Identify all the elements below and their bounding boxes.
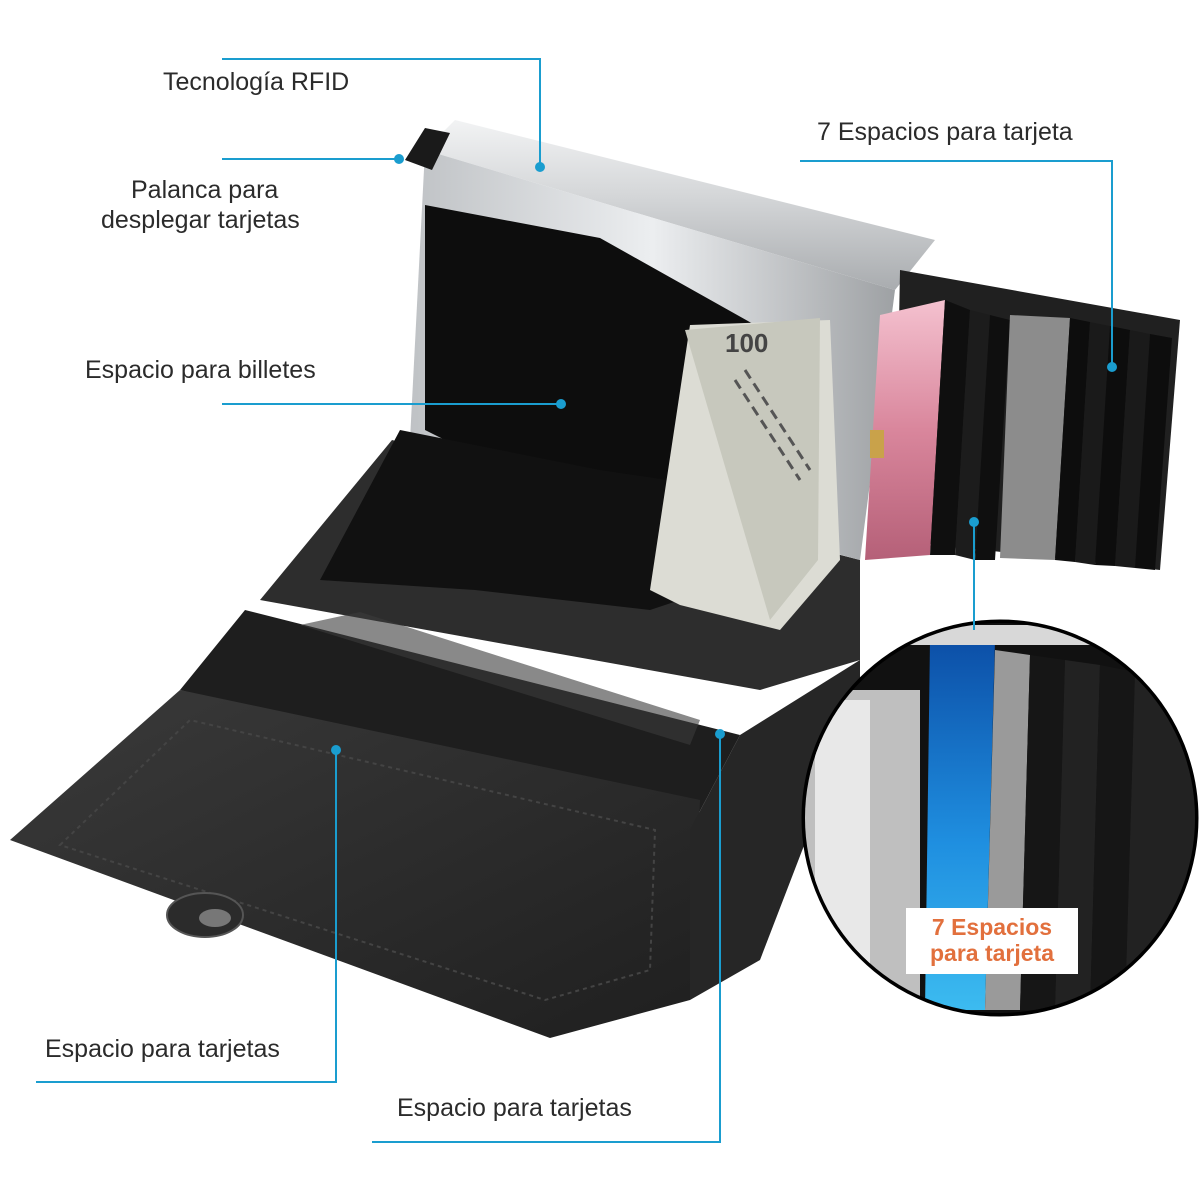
inset-caption-line1: 7 Espacios xyxy=(931,914,1053,940)
label-card-slots: 7 Espacios para tarjeta xyxy=(817,118,1073,146)
leather-middle-pocket xyxy=(180,610,740,830)
label-rfid: Tecnología RFID xyxy=(163,68,350,96)
callout-lines xyxy=(36,58,1117,1143)
aluminum-case xyxy=(425,120,935,290)
banknote-denomination: 100 xyxy=(725,328,768,358)
banknotes: 100 xyxy=(650,318,840,630)
label-lever-line2: desplegar tarjetas xyxy=(101,206,300,234)
inset-caption-line2: para tarjeta xyxy=(929,940,1054,966)
label-cards-bottom: Espacio para tarjetas xyxy=(397,1094,632,1122)
card-stack xyxy=(865,270,1180,570)
wallet: 100 xyxy=(10,120,1180,1038)
label-lever-line1: Palanca para xyxy=(131,176,279,204)
label-bills: Espacio para billetes xyxy=(85,356,316,384)
card-window xyxy=(300,612,700,745)
label-cards-left: Espacio para tarjetas xyxy=(45,1035,280,1063)
card-pink xyxy=(865,300,945,560)
lever xyxy=(405,128,450,170)
leather-front-flap xyxy=(10,690,700,1038)
inset-caption: 7 Espacios para tarjeta xyxy=(906,908,1078,974)
card-gray xyxy=(1000,315,1070,560)
